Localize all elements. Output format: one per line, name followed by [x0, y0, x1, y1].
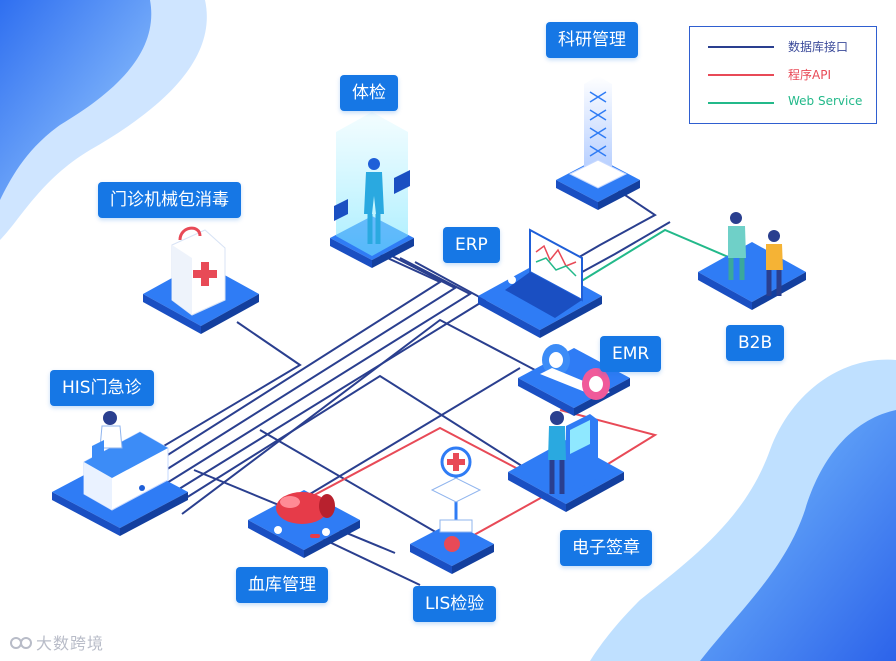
esign-platform — [508, 411, 624, 512]
legend-label-database: 数据库接口 — [788, 40, 849, 54]
medical-bag-icon — [171, 226, 226, 316]
watermark: 大数跨境 — [10, 630, 104, 654]
legend-swatch-database — [708, 46, 774, 48]
ct-scanner-icon — [540, 344, 610, 400]
watermark-text: 大数跨境 — [36, 634, 105, 653]
legend-swatch-web — [708, 102, 774, 104]
his-platform — [52, 411, 188, 536]
lis-platform — [410, 446, 494, 574]
node-label-checkup[interactable]: 体检 — [340, 75, 398, 111]
research-platform — [556, 76, 640, 210]
node-label-emr[interactable]: EMR — [600, 336, 662, 372]
watermark-logo-icon — [10, 637, 32, 649]
node-label-lis[interactable]: LIS检验 — [413, 586, 497, 622]
node-label-esign[interactable]: 电子签章 — [560, 530, 652, 566]
legend-item-database: 数据库接口 — [708, 37, 878, 57]
node-label-sterilize[interactable]: 门诊机械包消毒 — [98, 182, 241, 218]
blood-platform — [248, 490, 360, 558]
laptop-chart-icon — [505, 228, 583, 318]
legend-swatch-api — [708, 74, 774, 76]
background-blob-bottom-right — [590, 359, 896, 661]
checkup-platform — [330, 112, 414, 268]
node-label-erp[interactable]: ERP — [443, 227, 500, 263]
node-label-his[interactable]: HIS门急诊 — [50, 370, 154, 406]
erp-platform — [478, 228, 602, 338]
node-label-research[interactable]: 科研管理 — [546, 22, 638, 58]
b2b-platform — [698, 212, 806, 310]
legend-label-api: 程序API — [788, 68, 831, 82]
lab-test-icon — [430, 446, 482, 552]
body-scan-icon — [334, 158, 410, 244]
sterilize-platform — [143, 226, 259, 334]
node-label-b2b[interactable]: B2B — [726, 325, 785, 361]
kiosk-user-icon — [548, 411, 598, 494]
background-blob-top-left — [0, 0, 207, 240]
legend-item-web: Web Service — [708, 93, 878, 113]
legend-label-web: Web Service — [788, 94, 863, 108]
doctor-patient-icon — [728, 212, 783, 296]
legend-item-api: 程序API — [708, 65, 878, 85]
web-service-lines — [574, 228, 741, 286]
blood-capsule-icon — [274, 492, 335, 538]
server-tower-icon — [568, 76, 628, 189]
node-label-blood[interactable]: 血库管理 — [236, 567, 328, 603]
reception-desk-icon — [83, 411, 169, 511]
legend: 数据库接口 程序API Web Service — [689, 26, 877, 124]
